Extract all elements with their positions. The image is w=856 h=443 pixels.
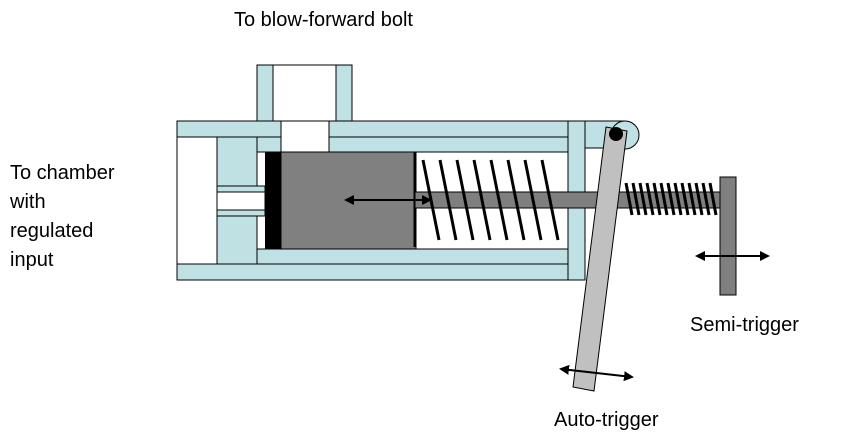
pivot-pin xyxy=(609,127,623,141)
trigger-spring xyxy=(624,182,718,216)
label-chamber-line-2: with xyxy=(9,191,46,213)
label-blow-forward-bolt: To blow-forward bolt xyxy=(234,9,413,31)
label-chamber-line-3: regulated xyxy=(10,220,93,242)
main-spring xyxy=(421,159,560,241)
label-chamber-line-1: To chamber xyxy=(10,162,115,184)
label-auto-trigger: Auto-trigger xyxy=(554,409,659,431)
auto-motion-arrow xyxy=(559,364,634,382)
label-semi-trigger: Semi-trigger xyxy=(690,314,799,336)
bolt-outlet-port xyxy=(256,64,353,122)
input-channel xyxy=(216,185,266,217)
label-chamber-line-4: input xyxy=(10,249,54,271)
semi-trigger-bar xyxy=(719,176,737,296)
piston-seal xyxy=(265,152,281,249)
piston-rod xyxy=(414,191,722,209)
